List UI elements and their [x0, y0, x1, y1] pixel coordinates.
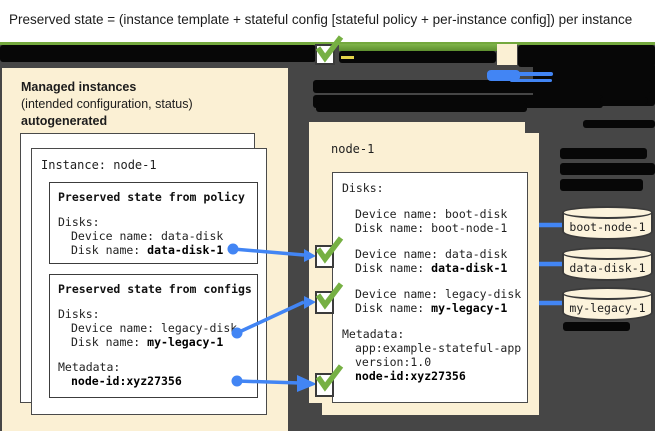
panel-subheading: (intended configuration, status)	[21, 97, 193, 111]
disks-label: Disks:	[342, 181, 384, 195]
metadata-version-line: version:1.0	[355, 355, 432, 369]
node-panel-title: node-1	[331, 142, 375, 156]
disk-name-value: my-legacy-1	[431, 301, 508, 315]
configs-state-box: Preserved state from configs Disks: Devi…	[49, 274, 258, 398]
disk-name-line: Disk name: my-legacy-1	[58, 335, 257, 349]
instance-box-title: Instance: node-1	[41, 158, 157, 172]
data-disk-line: Disk name: data-disk-1	[342, 261, 527, 275]
redaction-row	[600, 97, 648, 104]
metadata-label: Metadata:	[58, 360, 121, 374]
yellow-dash	[341, 56, 354, 59]
policy-state-box: Preserved state from policy Disks: Devic…	[49, 182, 258, 264]
green-highlight-bar	[339, 44, 497, 51]
node-disks-box: Disks: Device name: boot-disk Disk name:…	[332, 172, 528, 403]
cylinder-top	[562, 206, 653, 219]
green-divider-line	[0, 42, 655, 45]
boot-disk-line: Disk name: boot-node-1	[355, 221, 508, 235]
disk-cylinder-boot: boot-node-1	[562, 206, 653, 240]
redaction-row	[560, 163, 655, 175]
metadata-label: Metadata:	[342, 327, 405, 341]
legacy-disk-line: Disk name: my-legacy-1	[342, 301, 527, 315]
checkbox-node-id	[315, 364, 344, 397]
legacy-device-line: Device name: legacy-disk	[355, 287, 522, 301]
redaction-bar	[518, 45, 655, 67]
panel-heading: Managed instances	[21, 80, 137, 94]
redaction-bar	[563, 322, 630, 331]
disk-name-label: Disk name:	[71, 335, 148, 349]
disk-cylinder-data: data-disk-1	[562, 247, 653, 281]
metadata-node-line: node-id:xyz27356	[355, 369, 466, 383]
disk-label: data-disk-1	[569, 261, 646, 275]
device-name-line: Device name: data-disk	[71, 229, 224, 243]
disk-name-label: Disk name:	[355, 301, 432, 315]
metadata-value: node-id:xyz27356	[71, 374, 182, 388]
check-icon	[315, 364, 344, 392]
panel-subheading-2: autogenerated	[21, 114, 108, 128]
disk-name-value: data-disk-1	[431, 261, 508, 275]
policy-box-title: Preserved state from policy	[58, 190, 245, 204]
disks-label: Disks:	[58, 307, 100, 321]
checkbox-legacy-disk	[315, 282, 344, 314]
check-icon	[315, 282, 344, 310]
cream-chip	[497, 44, 517, 65]
redaction-row	[560, 148, 647, 159]
disk-name-label: Disk name:	[71, 243, 148, 257]
disk-name-line: Disk name: data-disk-1	[58, 243, 257, 257]
blue-scribble	[510, 79, 552, 82]
checkbox-data-disk	[315, 236, 344, 268]
check-icon	[315, 35, 344, 63]
disk-name-value: data-disk-1	[147, 243, 224, 257]
disk-label: boot-node-1	[569, 220, 646, 234]
disk-name-value: my-legacy-1	[147, 335, 224, 349]
disk-name-label: Disk name:	[355, 261, 432, 275]
blue-scribble	[487, 72, 553, 76]
page-title: Preserved state = (instance template + s…	[9, 12, 633, 27]
instance-box-front: Instance: node-1 Preserved state from po…	[31, 148, 267, 415]
configs-box-title: Preserved state from configs	[58, 282, 252, 296]
disk-cylinder-legacy: my-legacy-1	[562, 287, 653, 321]
check-icon	[315, 236, 344, 264]
redaction-row	[313, 80, 652, 93]
data-device-line: Device name: data-disk	[355, 247, 508, 261]
cylinder-top	[562, 247, 653, 260]
redaction-row	[560, 179, 643, 191]
disks-label: Disks:	[58, 215, 100, 229]
device-name-line: Device name: legacy-disk	[71, 321, 238, 335]
redaction-bar	[583, 120, 655, 128]
cylinder-top	[562, 287, 653, 300]
redaction-bar	[316, 103, 527, 112]
boot-device-line: Device name: boot-disk	[355, 207, 508, 221]
disk-label: my-legacy-1	[569, 301, 646, 315]
redaction-bar	[0, 45, 316, 62]
redaction-bar	[339, 51, 496, 63]
metadata-app-line: app:example-stateful-app	[355, 341, 522, 355]
checkbox-top	[315, 35, 344, 65]
